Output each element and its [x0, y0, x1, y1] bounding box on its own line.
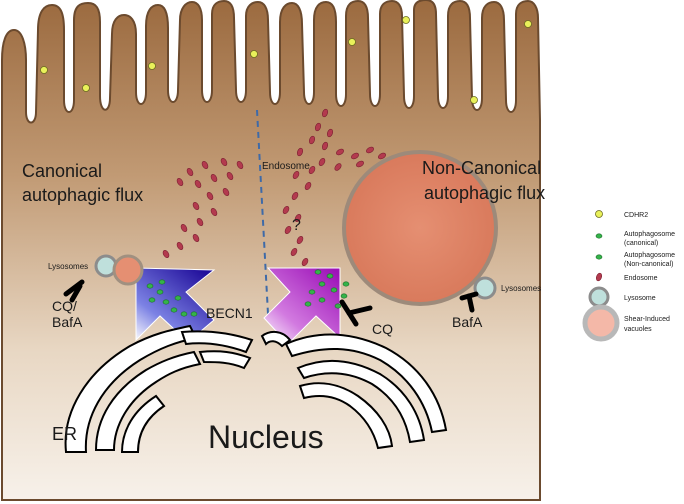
- divider-dashed-line: [256, 109, 269, 315]
- lysosomes-left: [94, 254, 144, 286]
- lysosomes-right-label: Lysosomes: [501, 284, 541, 293]
- legend-label-endosome: Endosome: [624, 275, 658, 282]
- inhibitor-cq-center: [339, 299, 373, 327]
- legend-item-autophagosome-canonical: Autophagosome (canonical): [595, 231, 675, 247]
- inhibitor-cq-bafa-left: [63, 279, 85, 303]
- endosomes: [162, 108, 386, 266]
- legend-item-lysosome: Lysosome: [588, 286, 656, 308]
- legend: CDHR2 Autophagosome (canonical) Autophag…: [582, 210, 675, 342]
- legend-label-cdhr2: CDHR2: [624, 212, 648, 219]
- legend-sublabel-autophagosome-canonical: (canonical): [624, 240, 658, 247]
- cq-bafa-label-line1: CQ/: [52, 298, 77, 314]
- er-label: ER: [52, 424, 77, 444]
- bafa-label: BafA: [452, 314, 483, 330]
- nucleus-label: Nucleus: [208, 419, 324, 455]
- noncanonical-label-line2: autophagic flux: [424, 183, 545, 203]
- autophagosomes: [146, 269, 350, 317]
- lysosomes-left-label: Lysosomes: [48, 262, 88, 271]
- cq-bafa-label-line2: BafA: [52, 314, 83, 330]
- shear-induced-vacuole: [342, 150, 498, 306]
- cq-label: CQ: [372, 321, 393, 337]
- endoplasmic-reticulum: [64, 324, 448, 453]
- question-mark: ?: [292, 217, 301, 234]
- legend-sublabel-vacuole: vacuoles: [624, 326, 652, 333]
- legend-label-autophagosome-noncanonical: Autophagosome: [624, 252, 675, 259]
- canonical-label-line1: Canonical: [22, 161, 102, 181]
- legend-sublabel-autophagosome-noncanonical: (Non-canonical): [624, 261, 673, 268]
- legend-item-autophagosome-noncanonical: Autophagosome (Non-canonical): [595, 252, 675, 268]
- legend-item-vacuole: Shear-Induced vacuoles: [582, 304, 670, 342]
- inhibitor-bafa-right: [459, 291, 479, 313]
- lysosome-right: [473, 276, 497, 300]
- endosome-label: Endosome: [262, 161, 310, 172]
- legend-label-lysosome: Lysosome: [624, 295, 656, 302]
- legend-item-cdhr2: CDHR2: [595, 210, 648, 219]
- noncanonical-label-line1: Non-Canonical: [422, 158, 541, 178]
- legend-item-endosome: Endosome: [595, 272, 658, 282]
- canonical-label-line2: autophagic flux: [22, 185, 143, 205]
- legend-label-autophagosome-canonical: Autophagosome: [624, 231, 675, 238]
- becn1-label: BECN1: [206, 305, 253, 321]
- legend-label-vacuole: Shear-Induced: [624, 316, 670, 323]
- cdhr2-markers: [40, 16, 532, 104]
